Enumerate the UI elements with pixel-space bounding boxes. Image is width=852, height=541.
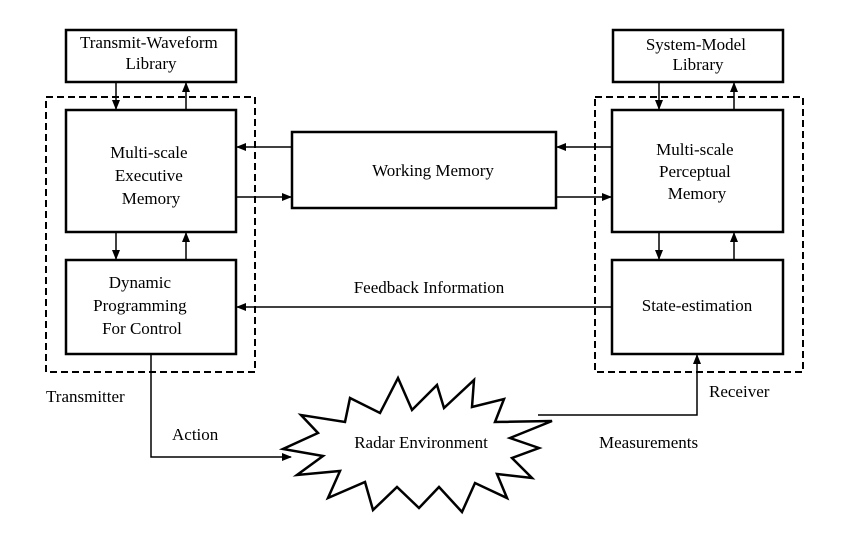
perceptual-memory-line-1: Multi-scale (656, 140, 733, 159)
receiver-dashed-boundary (594, 96, 804, 373)
dynamic-programming-line-3: For Control (102, 319, 182, 338)
transmit-library-line-1: Transmit-Waveform (80, 33, 218, 52)
executive-memory-label: Multi-scale Executive Memory (110, 143, 192, 208)
radar-environment-starburst (278, 375, 553, 515)
feedback-information-label: Feedback Information (354, 278, 505, 297)
transmit-waveform-library-box (64, 28, 238, 84)
arrow-action (150, 354, 292, 461)
system-model-library-line-1: System-Model (646, 35, 746, 54)
dynamic-programming-line-1: Dynamic (109, 273, 172, 292)
state-estimation-box (610, 258, 785, 356)
executive-memory-box (64, 108, 238, 234)
system-model-library-line-2: Library (673, 55, 724, 74)
system-model-library-label: System-Model Library (646, 35, 750, 74)
dynamic-programming-box (64, 258, 238, 356)
perceptual-memory-line-3: Memory (668, 184, 727, 203)
executive-memory-line-2: Executive (115, 166, 183, 185)
action-label: Action (172, 425, 219, 444)
working-memory-box (290, 130, 558, 210)
connection-arrows (112, 82, 738, 461)
measurements-label: Measurements (599, 433, 698, 452)
system-model-library-box (611, 28, 785, 84)
transmit-library-label: Transmit-Waveform Library (80, 33, 222, 73)
dynamic-programming-label: Dynamic Programming For Control (93, 273, 191, 338)
arrow-measurements (538, 354, 701, 416)
perceptual-memory-box (610, 108, 785, 234)
perceptual-memory-label: Multi-scale Perceptual Memory (656, 140, 738, 203)
working-memory-label: Working Memory (372, 161, 494, 180)
radar-environment-label: Radar Environment (354, 433, 488, 452)
perceptual-memory-line-2: Perceptual (659, 162, 731, 181)
transmitter-label: Transmitter (46, 387, 125, 406)
dynamic-programming-line-2: Programming (93, 296, 187, 315)
transmit-library-line-2: Library (126, 54, 177, 73)
receiver-label: Receiver (709, 382, 770, 401)
executive-memory-line-3: Memory (122, 189, 181, 208)
state-estimation-label: State-estimation (642, 296, 753, 315)
executive-memory-line-1: Multi-scale (110, 143, 187, 162)
